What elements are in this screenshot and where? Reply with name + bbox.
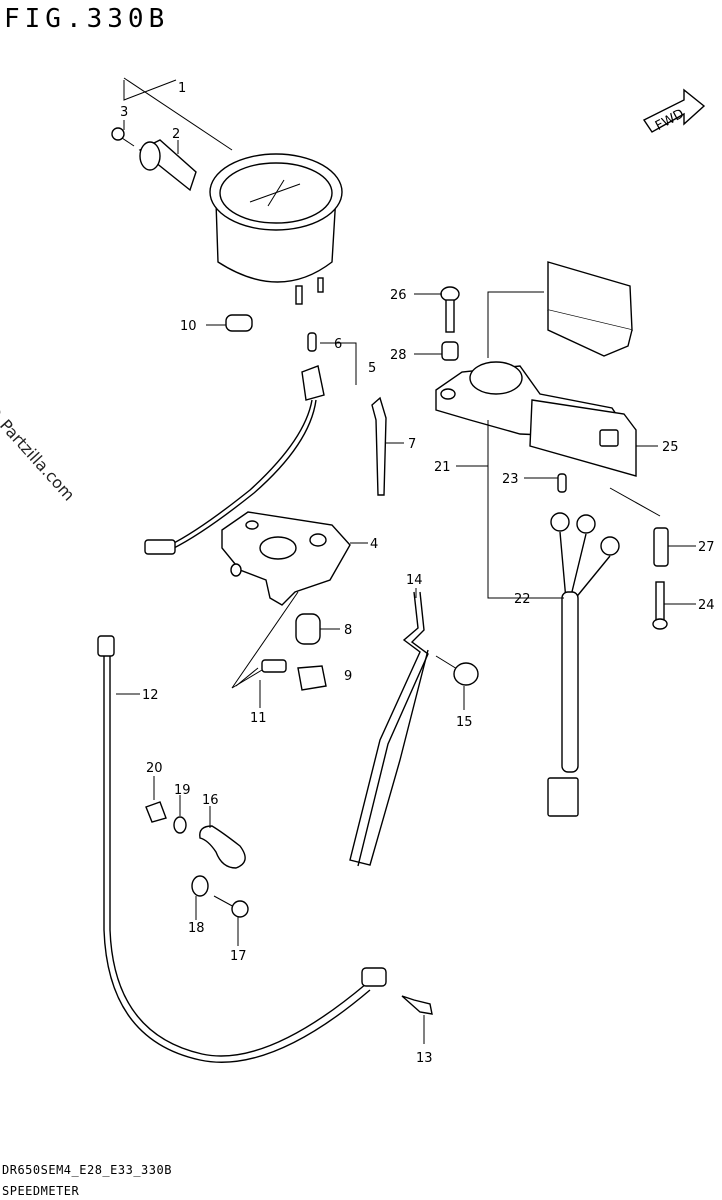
callout-labels: 1 2 3 4 5 6 7 8 9 10 11 12 13 14 15 16 1… <box>120 81 715 1066</box>
callout-10[interactable]: 10 <box>180 319 197 334</box>
figure-title: FIG.330B <box>4 4 170 34</box>
diagram-code: DR650SEM4_E28_E33_330B <box>2 1163 172 1177</box>
callout-22[interactable]: 22 <box>514 592 531 607</box>
screw-3[interactable] <box>111 127 135 147</box>
callout-12[interactable]: 12 <box>142 688 159 703</box>
screw-26[interactable] <box>440 286 460 333</box>
nut-9[interactable] <box>297 665 327 691</box>
indicator-lens[interactable] <box>547 261 633 357</box>
diagram-name: SPEEDMETER <box>2 1184 80 1198</box>
bulb-23[interactable] <box>557 473 567 493</box>
callout-19[interactable]: 19 <box>174 783 191 798</box>
callout-25[interactable]: 25 <box>662 440 679 455</box>
callout-21[interactable]: 21 <box>434 460 451 475</box>
callout-8[interactable]: 8 <box>344 623 352 638</box>
screw-24[interactable] <box>652 581 668 630</box>
callout-17[interactable]: 17 <box>230 949 247 964</box>
spacer-8[interactable] <box>295 613 321 645</box>
clamp-16[interactable] <box>199 825 246 869</box>
callout-26[interactable]: 26 <box>390 288 407 303</box>
clamp-7[interactable] <box>371 396 387 496</box>
bolt-13[interactable] <box>401 995 433 1015</box>
callout-20[interactable]: 20 <box>146 761 163 776</box>
callout-5[interactable]: 5 <box>368 361 376 376</box>
wire-harness-22[interactable] <box>547 512 620 817</box>
callout-15[interactable]: 15 <box>456 715 473 730</box>
leader-lines <box>116 77 696 1044</box>
spacer-27[interactable] <box>653 527 669 567</box>
callout-14[interactable]: 14 <box>406 573 423 588</box>
callout-2[interactable]: 2 <box>172 127 180 142</box>
callout-13[interactable]: 13 <box>416 1051 433 1066</box>
speedometer-cable-12[interactable] <box>97 635 387 1063</box>
callout-18[interactable]: 18 <box>188 921 205 936</box>
callout-4[interactable]: 4 <box>370 537 378 552</box>
callout-1[interactable]: 1 <box>178 81 186 96</box>
callout-27[interactable]: 27 <box>698 540 715 555</box>
indicator-panel-25[interactable] <box>529 399 637 477</box>
speedometer-gauge[interactable] <box>209 153 343 305</box>
washer-19[interactable] <box>173 816 187 834</box>
collar-28[interactable] <box>441 341 459 361</box>
washer-18[interactable] <box>191 875 209 897</box>
callout-28[interactable]: 28 <box>390 348 407 363</box>
callout-3[interactable]: 3 <box>120 105 128 120</box>
callout-9[interactable]: 9 <box>344 669 352 684</box>
reset-knob[interactable] <box>138 139 197 192</box>
callout-7[interactable]: 7 <box>408 437 416 452</box>
forward-arrow-icon: FWD <box>642 88 706 134</box>
bracket-4[interactable] <box>221 511 351 606</box>
cable-guide-14[interactable] <box>349 591 429 867</box>
bolt-15[interactable] <box>435 655 479 686</box>
callout-11[interactable]: 11 <box>250 711 267 726</box>
bolt-17[interactable] <box>213 895 249 918</box>
callout-16[interactable]: 16 <box>202 793 219 808</box>
callout-6[interactable]: 6 <box>334 337 342 352</box>
callout-23[interactable]: 23 <box>502 472 519 487</box>
bolt-11[interactable] <box>235 659 287 687</box>
nut-20[interactable] <box>145 801 167 823</box>
grommet-10[interactable] <box>225 314 253 332</box>
sensor-lead-5[interactable] <box>144 332 325 555</box>
callout-24[interactable]: 24 <box>698 598 715 613</box>
